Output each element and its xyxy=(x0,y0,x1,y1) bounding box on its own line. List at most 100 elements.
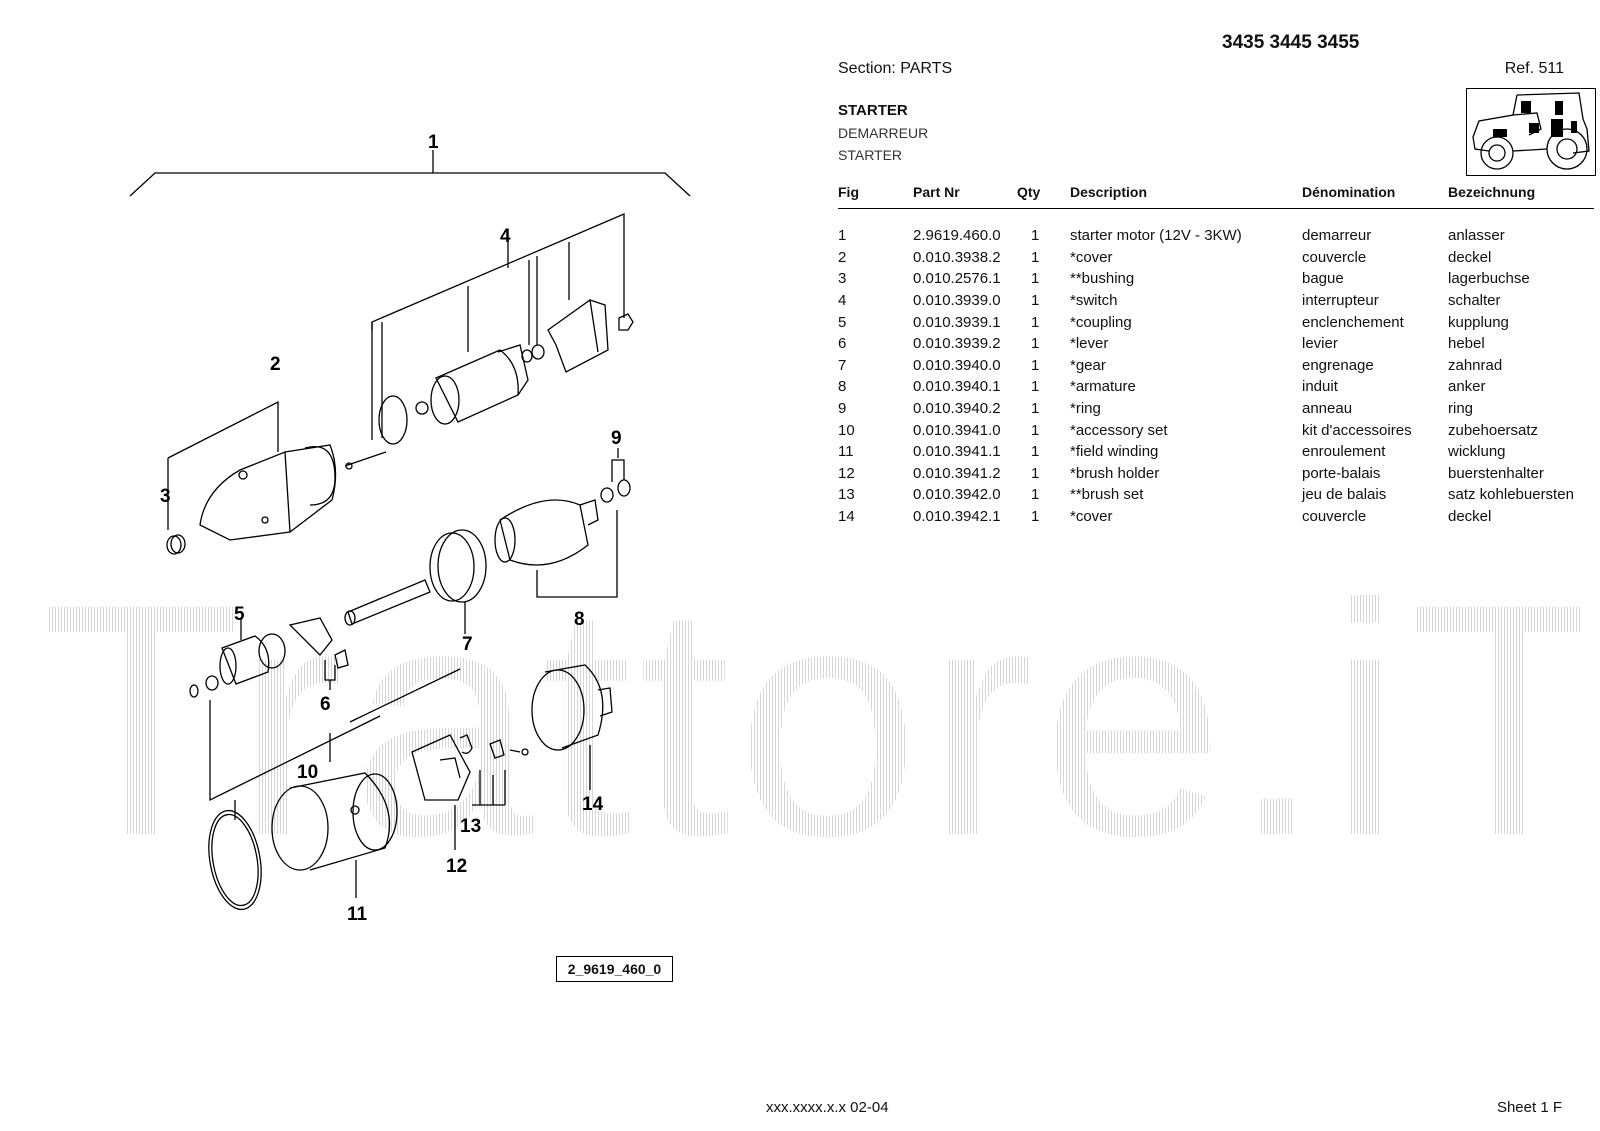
group-title-fr: DEMARREUR xyxy=(838,125,929,141)
cell-denomination: anneau xyxy=(1302,400,1353,418)
cell-part-nr: 0.010.3938.2 xyxy=(913,248,1001,266)
cell-qty: 1 xyxy=(1031,356,1040,374)
cell-part-nr: 2.9619.460.0 xyxy=(913,227,1001,245)
cell-fig: 12 xyxy=(838,464,855,482)
cell-bezeichnung: schalter xyxy=(1448,292,1501,310)
cell-fig: 3 xyxy=(838,270,847,288)
cell-denomination: interrupteur xyxy=(1302,292,1379,310)
cell-part-nr: 0.010.3940.1 xyxy=(913,378,1001,396)
cell-description: *lever xyxy=(1070,335,1109,353)
drawing-code: 2_9619_460_0 xyxy=(556,956,673,982)
cell-bezeichnung: anker xyxy=(1448,378,1486,396)
callout-1: 1 xyxy=(428,132,439,153)
cell-denomination: induit xyxy=(1302,378,1338,396)
cell-description: *cover xyxy=(1070,248,1113,266)
cell-bezeichnung: ring xyxy=(1448,400,1474,418)
cell-qty: 1 xyxy=(1031,378,1040,396)
cell-denomination: kit d'accessoires xyxy=(1302,421,1412,439)
cell-qty: 1 xyxy=(1031,313,1040,331)
cell-bezeichnung: buerstenhalter xyxy=(1448,464,1544,482)
cell-fig: 8 xyxy=(838,378,847,396)
cell-bezeichnung: deckel xyxy=(1448,248,1492,266)
cell-bezeichnung: hebel xyxy=(1448,335,1485,353)
cell-fig: 5 xyxy=(838,313,847,331)
callout-7: 7 xyxy=(462,634,473,655)
cell-part-nr: 0.010.3941.2 xyxy=(913,464,1001,482)
header-qty: Qty xyxy=(1017,178,1070,209)
cell-description: **brush set xyxy=(1070,486,1144,504)
tractor-thumbnail-icon xyxy=(1466,88,1596,176)
cell-qty: 1 xyxy=(1031,335,1040,353)
cell-description: *brush holder xyxy=(1070,464,1160,482)
cell-bezeichnung: lagerbuchse xyxy=(1448,270,1530,288)
document-code: xxx.xxxx.x.x 02-04 xyxy=(766,1099,889,1116)
cell-bezeichnung: zubehoersatz xyxy=(1448,421,1539,439)
cell-bezeichnung: wicklung xyxy=(1448,443,1506,461)
header-bezeichnung: Bezeichnung xyxy=(1448,178,1594,209)
cell-part-nr: 0.010.3939.0 xyxy=(913,292,1001,310)
cell-qty: 1 xyxy=(1031,464,1040,482)
cell-fig: 13 xyxy=(838,486,855,504)
cell-qty: 1 xyxy=(1031,292,1040,310)
parts-table: Fig Part Nr Qty Description Dénomination… xyxy=(838,178,1594,527)
callout-10: 10 xyxy=(297,762,318,783)
callout-9: 9 xyxy=(611,428,622,449)
cell-description: *accessory set xyxy=(1070,421,1168,439)
callout-6: 6 xyxy=(320,694,331,715)
cell-description: *coupling xyxy=(1070,313,1132,331)
cell-denomination: bague xyxy=(1302,270,1344,288)
sheet-number: Sheet 1 F xyxy=(1496,1099,1562,1116)
cell-fig: 14 xyxy=(838,508,855,526)
cell-qty: 1 xyxy=(1031,270,1040,288)
cell-denomination: enroulement xyxy=(1302,443,1386,461)
cell-description: *field winding xyxy=(1070,443,1159,461)
cell-bezeichnung: satz kohlebuersten xyxy=(1448,486,1574,504)
callout-13: 13 xyxy=(460,816,481,837)
cell-qty: 1 xyxy=(1031,421,1040,439)
callout-5: 5 xyxy=(234,604,245,625)
callout-11: 11 xyxy=(347,904,368,925)
group-title-en: STARTER xyxy=(838,102,908,119)
cell-fig: 7 xyxy=(838,356,847,374)
header-fig: Fig xyxy=(838,178,913,209)
callout-12: 12 xyxy=(446,856,467,877)
header-denomination: Dénomination xyxy=(1302,178,1448,209)
model-numbers: 3435 3445 3455 xyxy=(1222,32,1360,53)
cell-qty: 1 xyxy=(1031,486,1040,504)
cell-denomination: engrenage xyxy=(1302,356,1374,374)
exploded-parts-diagram: 1 2 3 4 5 6 7 8 9 10 11 12 13 14 xyxy=(129,132,691,925)
cell-denomination: couvercle xyxy=(1302,248,1367,266)
callout-2: 2 xyxy=(270,354,281,375)
header-description: Description xyxy=(1070,178,1302,209)
cell-fig: 4 xyxy=(838,292,847,310)
cell-fig: 1 xyxy=(838,227,847,245)
callout-4: 4 xyxy=(500,226,511,247)
cell-description: *switch xyxy=(1070,292,1118,310)
cell-fig: 11 xyxy=(838,443,854,461)
cell-qty: 1 xyxy=(1031,227,1040,245)
cell-part-nr: 0.010.3939.1 xyxy=(913,313,1001,331)
callout-14: 14 xyxy=(582,794,604,815)
cell-part-nr: 0.010.3940.2 xyxy=(913,400,1001,418)
cell-qty: 1 xyxy=(1031,248,1040,266)
cell-description: *cover xyxy=(1070,508,1113,526)
cell-fig: 9 xyxy=(838,400,847,418)
cell-description: starter motor (12V - 3KW) xyxy=(1070,227,1242,245)
cell-qty: 1 xyxy=(1031,400,1040,418)
cell-description: *gear xyxy=(1070,356,1106,374)
cell-fig: 10 xyxy=(838,421,855,439)
cell-part-nr: 0.010.3942.1 xyxy=(913,508,1001,526)
header-part-nr: Part Nr xyxy=(913,178,1017,209)
cell-denomination: couvercle xyxy=(1302,508,1367,526)
